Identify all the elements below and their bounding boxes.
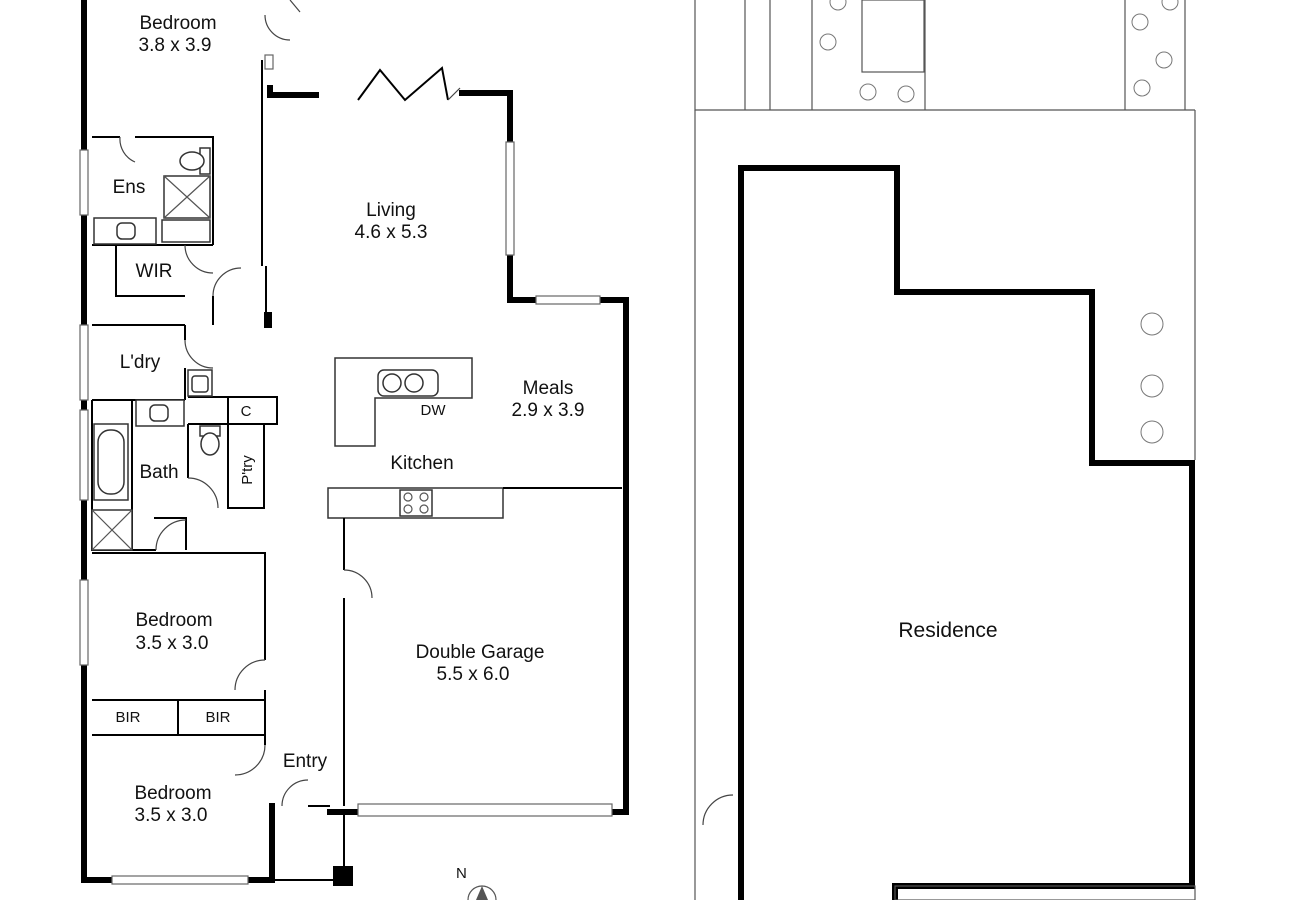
room-name-laundry: L'dry [120,352,161,373]
room-name-living: Living [366,200,416,221]
north-compass-icon: N [456,865,497,900]
room-size-bedroom-2: 3.5 x 3.0 [136,633,209,654]
room-size-bedroom-3: 3.5 x 3.0 [135,805,208,826]
basin-icon [135,399,185,427]
room-size-living: 4.6 x 5.3 [355,222,428,243]
shrub-icons [819,0,1179,444]
fixtures [91,147,439,551]
residence-label: Residence [898,619,997,642]
toilet-icon [199,425,221,456]
room-name-ensuite: Ens [113,177,146,198]
room-name-bath: Bath [139,462,178,483]
room-name-kitchen: Kitchen [390,453,453,474]
doors [119,0,734,826]
room-name-bedroom-3: Bedroom [134,783,211,804]
room-name-garage: Double Garage [416,642,545,663]
room-name-bir-2: BIR [205,709,230,726]
room-size-master-bedroom: 3.8 x 3.9 [139,35,212,56]
windows [79,54,601,885]
room-size-meals: 2.9 x 3.9 [512,400,585,421]
room-name-cupboard: C [241,403,252,420]
compass-label: N [456,865,467,882]
room-name-meals: Meals [523,378,574,399]
shower-icon [163,175,211,219]
toilet-icon [179,147,211,175]
room-name-bedroom-2: Bedroom [135,610,212,631]
site-plan [694,0,1196,900]
bathtub-icon [93,423,129,501]
dishwasher-label: DW [421,402,447,419]
room-name-wir: WIR [136,261,173,282]
sink-icon [377,369,439,397]
room-name-bir-1: BIR [115,709,140,726]
shower-icon [91,509,133,551]
laundry-trough-icon [187,369,213,397]
room-name-pantry: P'try [239,455,256,485]
room-labels: Bedroom 3.8 x 3.9 Ens WIR Living 4.6 x 5… [113,13,998,826]
basin-icon [116,222,136,240]
room-name-entry: Entry [283,751,328,772]
room-name-master-bedroom: Bedroom [139,13,216,34]
room-size-garage: 5.5 x 6.0 [437,664,510,685]
cooktop-icon [399,489,433,517]
